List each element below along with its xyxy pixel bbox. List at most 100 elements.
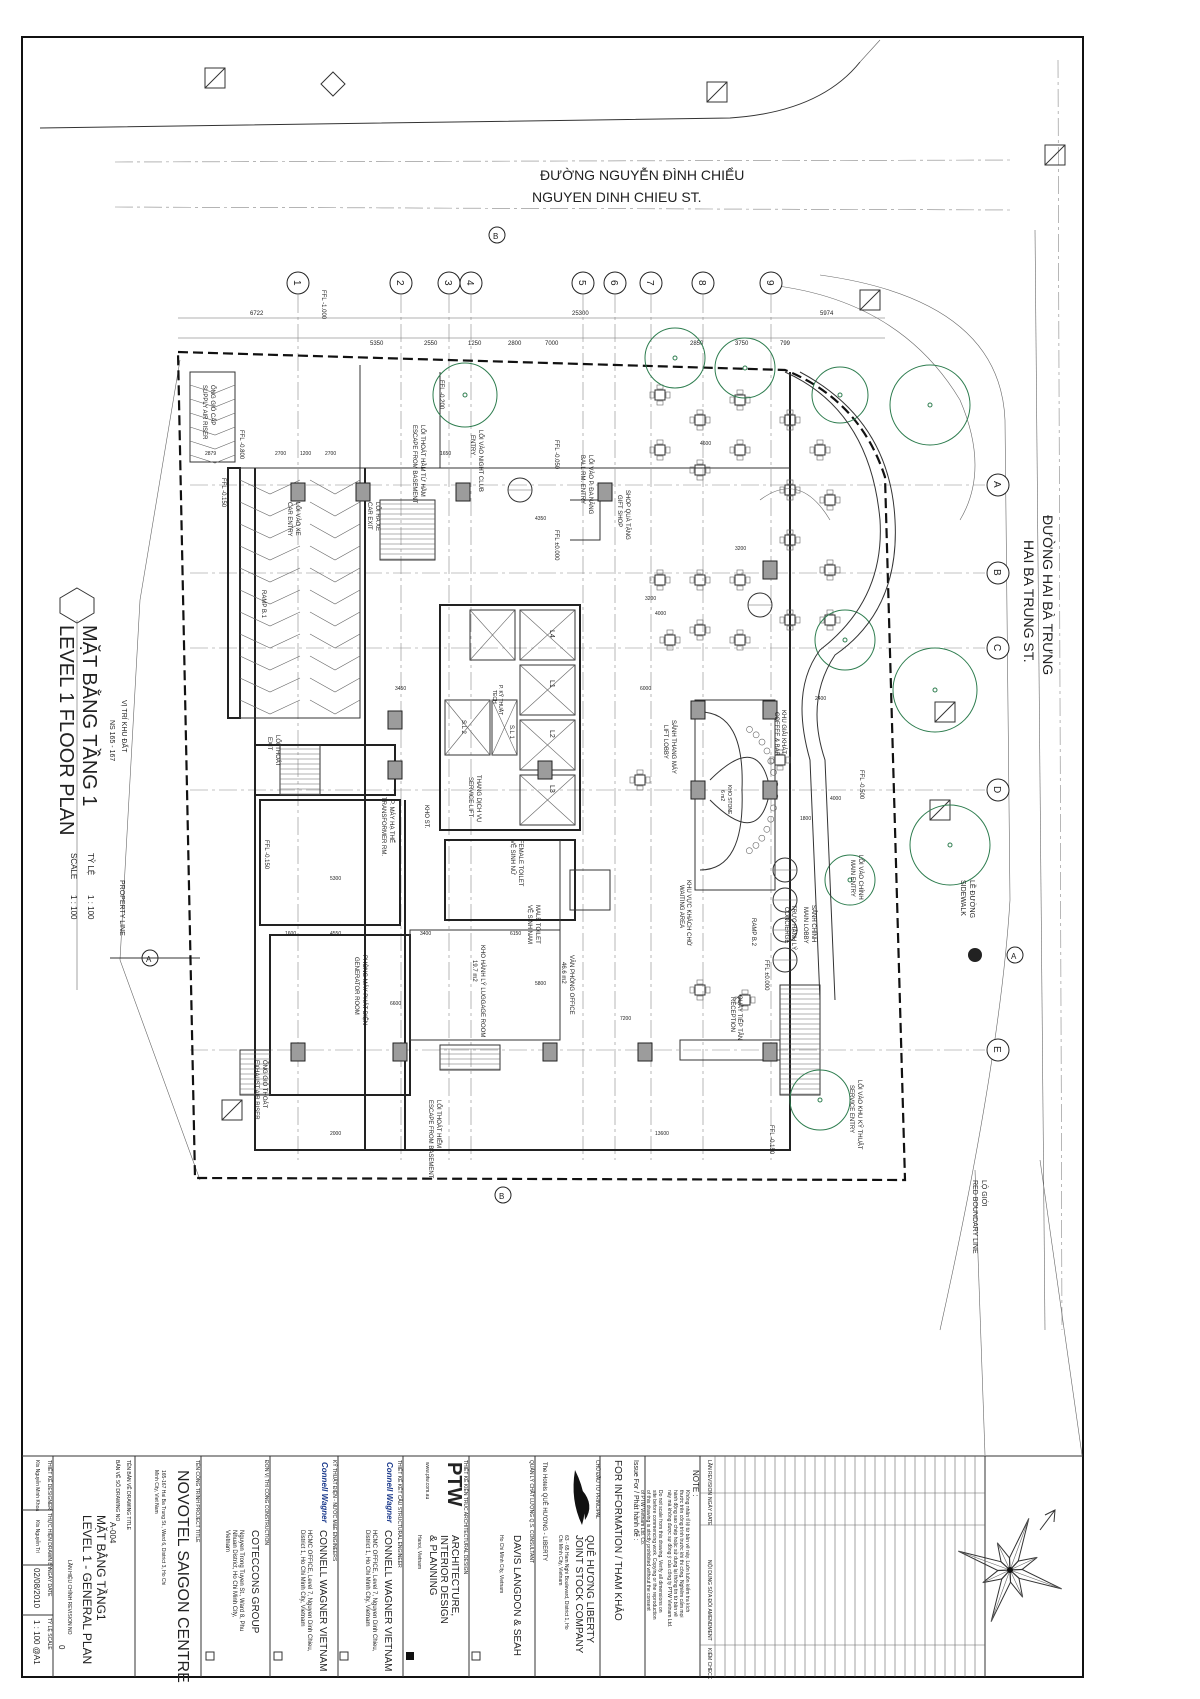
svg-text:1 : 100 @A1: 1 : 100 @A1: [32, 1620, 41, 1665]
room-main-lobby: SẢNH CHÍNH: [810, 905, 817, 942]
room-office: VĂN PHÒNG OFFICE: [568, 955, 575, 1015]
structural-column: [762, 700, 778, 720]
room-luggage: KHO HÀNH LÝ LUGGAGE ROOM: [479, 945, 486, 1037]
svg-text:GENERATOR ROOM: GENERATOR ROOM: [353, 957, 359, 1015]
chair: [819, 566, 825, 574]
chair: [665, 391, 671, 399]
svg-text:DAVIS LANGDON & SEAH: DAVIS LANGDON & SEAH: [511, 1535, 522, 1656]
tree-trunk: [947, 842, 953, 848]
svg-text:ESCAPE FROM BASEMENT: ESCAPE FROM BASEMENT: [411, 425, 417, 504]
svg-text:THIẾT KẾ KIẾN TRÚC ARCHITECTUR: THIẾT KẾ KIẾN TRÚC ARCHITECTURAL DESIGN: [462, 1460, 469, 1574]
structural-column: [455, 482, 471, 502]
svg-text:VỊ TRÍ KHU ĐẤT: VỊ TRÍ KHU ĐẤT: [120, 700, 130, 753]
chair: [795, 416, 801, 424]
svg-text:CAR EXIT: CAR EXIT: [366, 502, 372, 530]
sign-diagonal: [859, 289, 881, 311]
structural-column: [762, 1042, 778, 1062]
svg-text:LEVEL 1 - GENERAL PLAN: LEVEL 1 - GENERAL PLAN: [80, 1515, 94, 1664]
chair: [656, 455, 664, 461]
room-lift-lobby: SẢNH THANG MÁY: [670, 720, 677, 774]
grid-bubble: [691, 271, 715, 295]
chair: [734, 996, 740, 1004]
table: [634, 774, 646, 786]
ramp-chevron: [239, 545, 301, 561]
svg-text:BALL RM. ENTRY: BALL RM. ENTRY: [579, 455, 585, 504]
lift-cross: [519, 774, 576, 826]
chair: [645, 776, 651, 784]
svg-text:SERVICE LIFT: SERVICE LIFT: [467, 777, 473, 818]
svg-text:TÊN CÔNG TRÌNH PROJECT TITLE: TÊN CÔNG TRÌNH PROJECT TITLE: [194, 1460, 202, 1543]
note-text-vn: thước trên công trình trước khi thi công…: [678, 1490, 684, 1617]
svg-text:PROPERTY LINE: PROPERTY LINE: [118, 880, 125, 936]
dimension-text: 2700: [275, 451, 286, 457]
svg-text:FFL -1.000: FFL -1.000: [320, 290, 326, 320]
dim-overall: 25300: [572, 311, 589, 317]
svg-text:LẦN HIỆU CHỈNH REVISION NO: LẦN HIỆU CHỈNH REVISION NO: [66, 1560, 74, 1635]
chair: [689, 626, 695, 634]
dimension-text: 5300: [330, 876, 341, 882]
compass-ray: [1009, 1569, 1062, 1590]
structural-column: [690, 700, 706, 720]
chair: [741, 989, 749, 995]
svg-text:1 : 100: 1 : 100: [69, 895, 78, 920]
dimension-text: 3400: [420, 931, 431, 937]
svg-text:SIDEWALK: SIDEWALK: [959, 880, 966, 916]
structural-column: [290, 482, 306, 502]
sign-box: [706, 81, 728, 103]
title-block: THIẾT KẾ DESIGNER Kts Nguyễn Minh Khoa T…: [22, 1455, 1083, 1683]
svg-text:NGÀY DATE: NGÀY DATE: [706, 1497, 713, 1526]
grid-column-label: 9: [764, 280, 775, 286]
tree: [644, 327, 706, 389]
plan-title-en: LEVEL 1 FLOOR PLAN: [55, 625, 77, 835]
svg-text:NỘI DUNG SỬA ĐỔI AMENDMENT: NỘI DUNG SỬA ĐỔI AMENDMENT: [706, 1560, 713, 1641]
chair: [786, 529, 794, 535]
svg-text:CONNELL WAGNER VIETNAM: CONNELL WAGNER VIETNAM: [317, 1530, 328, 1672]
ramp-chevron: [239, 479, 301, 495]
tree-trunk: [927, 402, 933, 408]
north-arrow: [1039, 1509, 1056, 1531]
chair: [745, 636, 751, 644]
chair: [696, 569, 704, 575]
svg-text:CHỦ ĐẦU TƯ PRINCIPAL: CHỦ ĐẦU TƯ PRINCIPAL: [594, 1460, 601, 1519]
grid-row-label: C: [991, 644, 1002, 651]
note-text-vn: Không nhân tỉ lệ từ bản vẽ này. Luôn luô…: [684, 1490, 691, 1612]
table: [814, 444, 826, 456]
svg-text:Nguyen Trong Tuyen St., Ward 8: Nguyen Trong Tuyen St., Ward 8, PhuNhuan…: [224, 1530, 244, 1631]
compass-ray: [990, 1569, 1011, 1622]
ramp-chevron: [309, 699, 361, 715]
ramp-chevron: [309, 567, 361, 583]
sign-diagonal: [706, 81, 728, 103]
svg-text:FFL -0.200: FFL -0.200: [438, 380, 444, 410]
svg-text:SERVICE ENTRY: SERVICE ENTRY: [848, 1085, 854, 1133]
chair: [636, 769, 644, 775]
chair: [779, 416, 785, 424]
ramp-chevron: [239, 633, 301, 649]
chair: [656, 384, 664, 390]
sign-box: [1044, 144, 1066, 166]
section-marker-a-right: A: [968, 946, 1024, 964]
chair: [826, 489, 834, 495]
svg-text:RED BOUNDARY LINE: RED BOUNDARY LINE: [971, 1180, 978, 1254]
svg-text:19.7 m2: 19.7 m2: [471, 960, 477, 982]
tech-room-label: P. KỸ THUẬT: [497, 685, 504, 715]
grid-row-label: A: [991, 481, 1002, 488]
tree-trunk: [672, 355, 678, 361]
svg-text:FFL ±0.000: FFL ±0.000: [553, 530, 559, 561]
site-context: [39, 39, 1083, 1456]
svg-text:MAIN ENTRY: MAIN ENTRY: [849, 860, 855, 897]
ramp-b1-label: RAMP B.1: [260, 590, 266, 619]
svg-text:Hanoi, Vietnam: Hanoi, Vietnam: [416, 1535, 422, 1569]
dimension-text: 1200: [300, 451, 311, 457]
chair: [696, 459, 704, 465]
grid-bubble: [986, 778, 1010, 802]
svg-text:ĐƠN VỊ THI CÔNG CONSTRUCTION: ĐƠN VỊ THI CÔNG CONSTRUCTION: [263, 1460, 270, 1545]
chair: [649, 446, 655, 454]
dimension-text: 3200: [735, 546, 746, 552]
dimension-text: 6600: [390, 1001, 401, 1007]
tree-trunk: [742, 365, 748, 371]
chair: [776, 765, 784, 771]
svg-text:0: 0: [57, 1645, 66, 1650]
structural-column: [597, 482, 613, 502]
chair: [696, 979, 704, 985]
